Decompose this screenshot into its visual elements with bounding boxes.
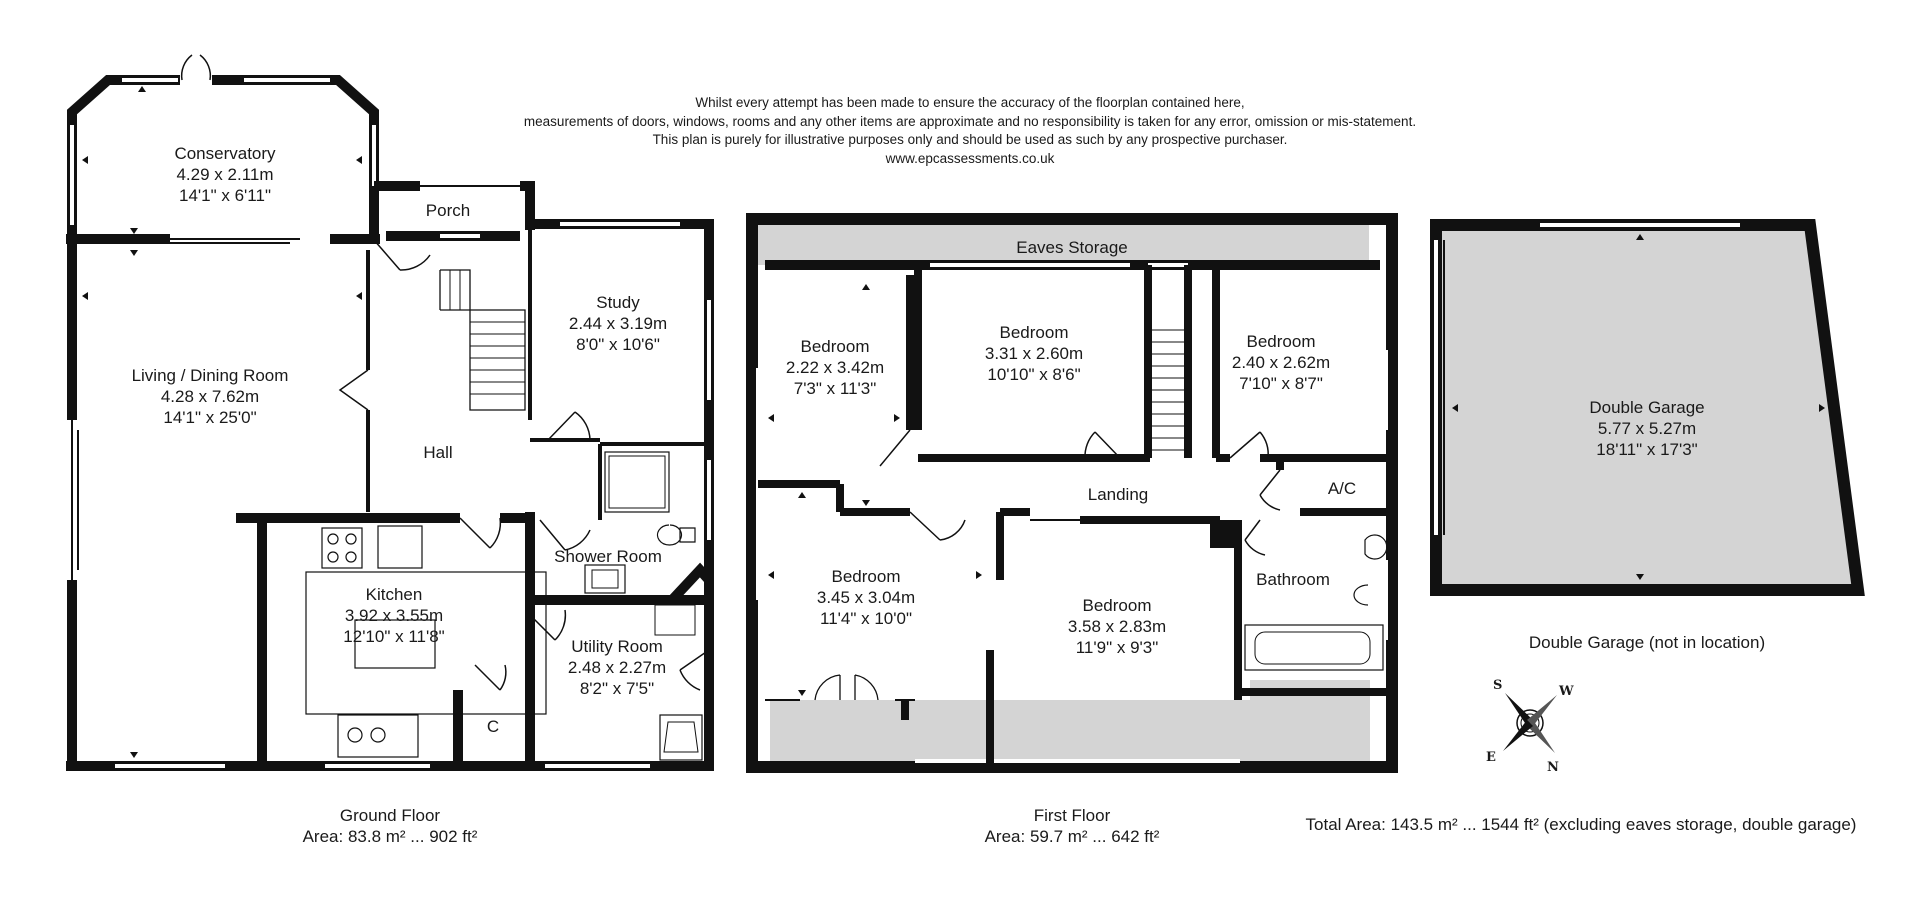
room-metric: 4.29 x 2.11m bbox=[176, 165, 274, 184]
room-name: Bathroom bbox=[1256, 570, 1330, 589]
website-link: www.epcassessments.co.uk bbox=[885, 150, 1055, 166]
room-name: Eaves Storage bbox=[1016, 238, 1128, 257]
total-area: Total Area: 143.5 m² ... 1544 ft² (exclu… bbox=[1306, 814, 1857, 835]
disclaimer-line: measurements of doors, windows, rooms an… bbox=[523, 113, 1417, 129]
first-floor-plan bbox=[746, 213, 1398, 773]
floor-title: First Floor bbox=[1033, 806, 1111, 825]
floor-title: Ground Floor bbox=[339, 806, 441, 825]
room-name: Bedroom bbox=[1246, 332, 1316, 351]
room-label-bedroom: Bedroom 3.45 x 3.04m 11'4" x 10'0" bbox=[817, 566, 915, 629]
room-metric: 2.22 x 3.42m bbox=[785, 358, 885, 377]
room-name: Utility Room bbox=[571, 637, 663, 656]
room-name: A/C bbox=[1327, 479, 1357, 498]
room-name: Porch bbox=[425, 201, 471, 220]
room-name: Conservatory bbox=[174, 144, 276, 163]
room-imperial: 11'4" x 10'0" bbox=[820, 609, 912, 628]
note-text: Double Garage (not in location) bbox=[1528, 633, 1766, 652]
room-label-hall: Hall bbox=[423, 442, 452, 463]
room-metric: 3.45 x 3.04m bbox=[816, 588, 916, 607]
room-imperial: 18'11" x 17'3" bbox=[1596, 440, 1698, 459]
total-text: Total Area: 143.5 m² ... 1544 ft² (exclu… bbox=[1305, 815, 1857, 834]
room-label-bathroom: Bathroom bbox=[1256, 569, 1330, 590]
room-name: Kitchen bbox=[365, 585, 423, 604]
disclaimer-line: Whilst every attempt has been made to en… bbox=[695, 95, 1245, 110]
room-imperial: 14'1" x 6'11" bbox=[179, 186, 271, 205]
room-name: C bbox=[486, 717, 500, 736]
compass-rose-icon bbox=[1503, 693, 1557, 753]
room-imperial: 10'10" x 8'6" bbox=[987, 365, 1081, 384]
first-floor-caption: First Floor Area: 59.7 m² ... 642 ft² bbox=[985, 805, 1160, 847]
room-metric: 2.48 x 2.27m bbox=[567, 658, 667, 677]
room-imperial: 8'0" x 10'6" bbox=[576, 335, 660, 354]
room-name: Bedroom bbox=[999, 323, 1069, 342]
room-label-kitchen: Kitchen 3.92 x 3.55m 12'10" x 11'8" bbox=[343, 584, 444, 647]
disclaimer-line: This plan is purely for illustrative pur… bbox=[652, 132, 1288, 147]
garage-plan bbox=[1430, 219, 1865, 596]
room-name: Double Garage bbox=[1589, 398, 1705, 417]
room-label-eaves-storage: Eaves Storage bbox=[1016, 237, 1128, 258]
room-label-double-garage: Double Garage 5.77 x 5.27m 18'11" x 17'3… bbox=[1589, 397, 1704, 460]
room-name: Shower Room bbox=[554, 547, 662, 566]
compass-e: E bbox=[1486, 750, 1496, 765]
room-label-bedroom: Bedroom 3.58 x 2.83m 11'9" x 9'3" bbox=[1068, 595, 1166, 658]
room-label-ac: A/C bbox=[1328, 478, 1356, 499]
room-imperial: 7'10" x 8'7" bbox=[1239, 374, 1323, 393]
room-imperial: 8'2" x 7'5" bbox=[579, 679, 655, 698]
room-name: Landing bbox=[1087, 485, 1149, 504]
compass-w: W bbox=[1559, 684, 1574, 699]
room-name: Living / Dining Room bbox=[131, 366, 289, 385]
room-label-cupboard: C bbox=[487, 716, 499, 737]
room-imperial: 14'1" x 25'0" bbox=[163, 408, 257, 427]
floor-area: Area: 59.7 m² ... 642 ft² bbox=[984, 827, 1160, 846]
room-label-bedroom: Bedroom 2.22 x 3.42m 7'3" x 11'3" bbox=[786, 336, 884, 399]
compass-icon: S W E N bbox=[1485, 678, 1575, 775]
room-metric: 3.92 x 3.55m bbox=[344, 606, 444, 625]
room-metric: 5.77 x 5.27m bbox=[1597, 419, 1697, 438]
room-imperial: 12'10" x 11'8" bbox=[343, 627, 445, 646]
room-label-bedroom: Bedroom 2.40 x 2.62m 7'10" x 8'7" bbox=[1232, 331, 1330, 394]
room-metric: 3.31 x 2.60m bbox=[984, 344, 1084, 363]
compass-n: N bbox=[1547, 760, 1559, 775]
floor-area: Area: 83.8 m² ... 902 ft² bbox=[302, 827, 478, 846]
room-name: Hall bbox=[423, 443, 453, 462]
room-metric: 3.58 x 2.83m bbox=[1067, 617, 1167, 636]
room-name: Bedroom bbox=[831, 567, 901, 586]
room-label-utility: Utility Room 2.48 x 2.27m 8'2" x 7'5" bbox=[568, 636, 666, 699]
room-name: Bedroom bbox=[1082, 596, 1152, 615]
room-imperial: 7'3" x 11'3" bbox=[793, 379, 877, 398]
room-label-porch: Porch bbox=[426, 200, 470, 221]
room-label-landing: Landing bbox=[1088, 484, 1149, 505]
room-label-living: Living / Dining Room 4.28 x 7.62m 14'1" … bbox=[132, 365, 289, 428]
ground-floor-caption: Ground Floor Area: 83.8 m² ... 902 ft² bbox=[303, 805, 478, 847]
room-metric: 2.40 x 2.62m bbox=[1231, 353, 1331, 372]
garage-location-note: Double Garage (not in location) bbox=[1529, 632, 1765, 653]
disclaimer: Whilst every attempt has been made to en… bbox=[520, 94, 1420, 168]
ground-floor-plan bbox=[66, 54, 714, 771]
room-metric: 4.28 x 7.62m bbox=[160, 387, 260, 406]
room-label-bedroom: Bedroom 3.31 x 2.60m 10'10" x 8'6" bbox=[985, 322, 1083, 385]
room-name: Study bbox=[596, 293, 640, 312]
compass-s: S bbox=[1493, 678, 1503, 693]
room-metric: 2.44 x 3.19m bbox=[568, 314, 668, 333]
room-label-study: Study 2.44 x 3.19m 8'0" x 10'6" bbox=[569, 292, 667, 355]
room-label-shower-room: Shower Room bbox=[554, 546, 662, 567]
room-name: Bedroom bbox=[800, 337, 870, 356]
room-label-conservatory: Conservatory 4.29 x 2.11m 14'1" x 6'11" bbox=[174, 143, 275, 206]
room-imperial: 11'9" x 9'3" bbox=[1075, 638, 1159, 657]
